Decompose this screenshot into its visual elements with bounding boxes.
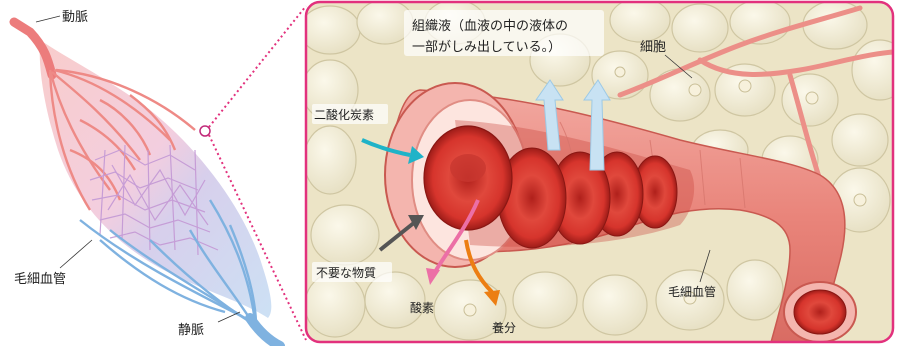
capillary-label-left: 毛細血管 [14,272,66,287]
capillary-label-zoom: 毛細血管 [668,284,716,299]
co2-label: 二酸化炭素 [314,107,374,122]
zoom-panel: 組織液（血液の中の液体の 一部がしみ出している。） 細胞 二酸化炭素 不要な物質… [300,0,897,346]
oxygen-label: 酸素 [410,300,434,315]
waste-label: 不要な物質 [316,265,376,280]
capillary-bed-overview: 動脈 毛細血管 静脈 [14,6,306,346]
artery-vessel [14,22,52,75]
zoom-guide-top [209,6,306,127]
tissue-fluid-label-line1: 組織液（血液の中の液体の [412,19,568,34]
tissue-fluid-label-line2: 一部がしみ出している。） [412,40,561,55]
vein-label: 静脈 [178,323,204,338]
zoom-marker [200,126,210,136]
nutrient-label: 養分 [492,320,516,335]
cell-label: 細胞 [640,40,666,55]
vein-vessel [250,318,280,346]
artery-label: 動脈 [62,10,88,25]
